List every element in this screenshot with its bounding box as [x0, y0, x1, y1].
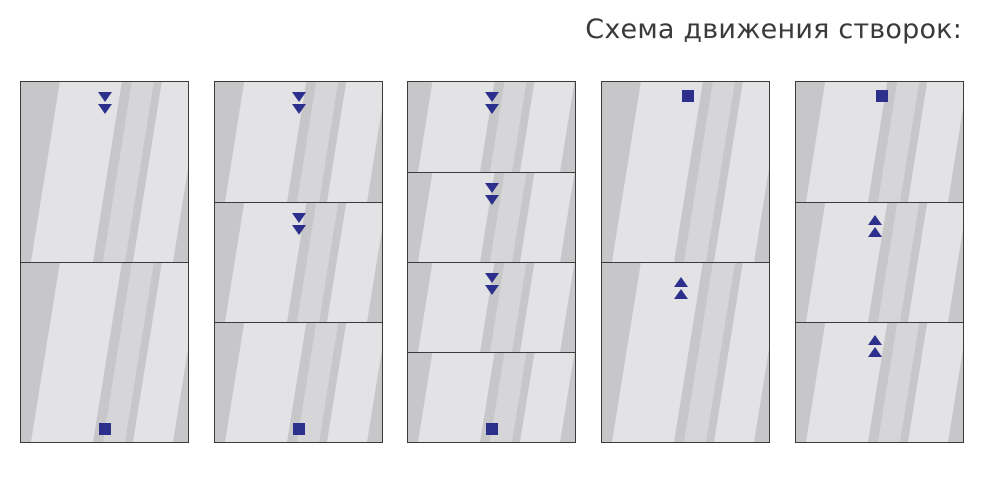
double-arrow-down-icon — [292, 92, 306, 116]
fixed-square-icon — [99, 423, 111, 435]
glass-reflection — [418, 82, 575, 172]
sash-panel — [215, 82, 382, 202]
sash-scheme-1 — [20, 81, 189, 443]
fixed-square-icon — [876, 90, 888, 102]
glass-reflection — [31, 82, 188, 262]
glass-reflection — [225, 323, 382, 442]
sash-panel — [215, 202, 382, 322]
glass-reflection — [806, 323, 963, 442]
sash-panel — [408, 172, 575, 262]
glass-reflection — [418, 263, 575, 352]
sash-panel — [408, 352, 575, 442]
sash-scheme-2 — [214, 81, 383, 443]
glass-reflection — [612, 263, 769, 442]
sash-scheme-3 — [407, 81, 576, 443]
sash-panel — [215, 322, 382, 442]
sash-panel — [408, 262, 575, 352]
double-arrow-up-icon — [674, 277, 688, 301]
fixed-square-icon — [486, 423, 498, 435]
sash-panel — [602, 262, 769, 442]
sash-panel — [796, 322, 963, 442]
glass-reflection — [31, 263, 188, 442]
sash-panel — [796, 202, 963, 322]
glass-reflection — [418, 173, 575, 262]
sash-panel — [21, 82, 188, 262]
double-arrow-down-icon — [98, 92, 112, 116]
glass-reflection — [806, 82, 963, 202]
glass-reflection — [612, 82, 769, 262]
sash-panel — [408, 82, 575, 172]
sash-scheme-5 — [795, 81, 964, 443]
glass-reflection — [418, 353, 575, 442]
sash-scheme-4 — [601, 81, 770, 443]
fixed-square-icon — [293, 423, 305, 435]
double-arrow-up-icon — [868, 215, 882, 239]
sash-panel — [602, 82, 769, 262]
glass-reflection — [806, 203, 963, 322]
glass-reflection — [225, 82, 382, 202]
diagram-title: Схема движения створок: — [585, 14, 962, 45]
double-arrow-up-icon — [868, 335, 882, 359]
double-arrow-down-icon — [292, 213, 306, 237]
double-arrow-down-icon — [485, 273, 499, 297]
sash-panel — [796, 82, 963, 202]
double-arrow-down-icon — [485, 92, 499, 116]
double-arrow-down-icon — [485, 183, 499, 207]
glass-reflection — [225, 203, 382, 322]
fixed-square-icon — [682, 90, 694, 102]
sash-panel — [21, 262, 188, 442]
